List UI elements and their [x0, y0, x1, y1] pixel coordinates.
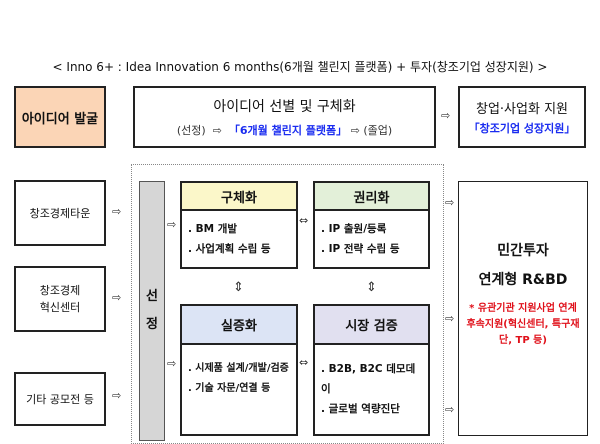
card-item: . IP 전략 수립 등 — [321, 243, 400, 255]
card-item: . 기술 자문/연결 등 — [188, 383, 271, 394]
card-verification: 실증화 . 시제품 설계/개발/검증 . 기술 자문/연결 등 — [180, 304, 298, 436]
idea-discovery-box: 아이디어 발굴 — [14, 86, 106, 148]
source-label: 창조경제 혁신센터 — [39, 284, 81, 314]
arrow-icon: ⇨ — [212, 124, 222, 137]
card-title: 구체화 — [182, 183, 296, 211]
selection-flow: (선정) ⇨ 「6개월 챌린지 플랫폼」 ⇨ (졸업) — [177, 122, 392, 138]
source-label: 창조경제타운 — [29, 207, 91, 220]
card-title: 실증화 — [182, 306, 296, 345]
card-item: . IP 출원/등록 — [321, 223, 387, 235]
investment-subtitle: 연계형 R&BD — [478, 272, 568, 288]
source-label: 기타 공모전 등 — [26, 393, 94, 406]
card-title: 시장 검증 — [315, 306, 428, 345]
card-item: . 시제품 설계/개발/검증 — [188, 363, 289, 374]
flow-end: (졸업) — [363, 124, 393, 137]
investment-title: 민간투자 — [497, 243, 549, 259]
source-box-center: 창조경제 혁신센터 — [14, 266, 106, 332]
investment-note: * 유관기관 지원사업 연계 후속지원(혁신센터, 특구재단, TP 등) — [466, 303, 580, 346]
commercialization-box: 창업·사업화 지원 「창조기업 성장지원」 — [458, 86, 586, 148]
card-concretize: 구체화 . BM 개발 . 사업계획 수립 등 — [180, 181, 298, 269]
card-item: . 글로벌 역량진단 — [321, 403, 400, 415]
selection-char: 정 — [146, 317, 158, 332]
card-market: 시장 검증 . B2B, B2C 데모데이 . 글로벌 역량진단 — [313, 304, 430, 436]
idea-selection-box: 아이디어 선별 및 구체화 (선정) ⇨ 「6개월 챌린지 플랫폼」 ⇨ (졸업… — [133, 86, 436, 148]
card-title: 권리화 — [315, 183, 428, 211]
arrow-icon: ⇨ — [445, 312, 455, 325]
commercialization-subtitle: 「창조기업 성장지원」 — [468, 122, 576, 135]
card-item: . 사업계획 수립 등 — [188, 243, 271, 255]
idea-selection-title: 아이디어 선별 및 구체화 — [213, 99, 356, 115]
arrow-icon: ⇨ — [350, 124, 360, 137]
arrow-icon: ⇨ — [112, 205, 122, 218]
card-item: . B2B, B2C 데모데이 — [321, 363, 416, 395]
vertical-arrow-icon: ⇕ — [366, 280, 377, 295]
card-item: . BM 개발 — [188, 223, 238, 235]
arrow-icon: ⇨ — [167, 218, 177, 231]
selection-bar: 선 정 — [139, 181, 165, 441]
arrow-icon: ⇨ — [112, 389, 122, 402]
source-box-town: 창조경제타운 — [14, 180, 106, 246]
arrow-icon: ⇨ — [445, 403, 455, 416]
arrow-icon: ⇨ — [441, 109, 451, 122]
diagram-title: < Inno 6+ : Idea Innovation 6 months(6개월… — [52, 60, 548, 74]
bidirectional-arrow-icon: ⇔ — [299, 214, 309, 227]
flow-platform: 「6개월 챌린지 플랫폼」 — [228, 124, 348, 137]
source-box-contest: 기타 공모전 등 — [14, 372, 106, 426]
card-rights: 권리화 . IP 출원/등록 . IP 전략 수립 등 — [313, 181, 430, 269]
arrow-icon: ⇨ — [445, 196, 455, 209]
vertical-arrow-icon: ⇕ — [233, 280, 244, 295]
arrow-icon: ⇨ — [112, 291, 122, 304]
arrow-icon: ⇨ — [167, 357, 177, 370]
investment-box: 민간투자 연계형 R&BD * 유관기관 지원사업 연계 후속지원(혁신센터, … — [458, 181, 588, 436]
flow-start: (선정) — [176, 124, 206, 137]
idea-discovery-label: 아이디어 발굴 — [21, 111, 99, 127]
bidirectional-arrow-icon: ⇔ — [299, 356, 309, 369]
selection-char: 선 — [146, 289, 158, 304]
commercialization-title: 창업·사업화 지원 — [476, 102, 568, 117]
